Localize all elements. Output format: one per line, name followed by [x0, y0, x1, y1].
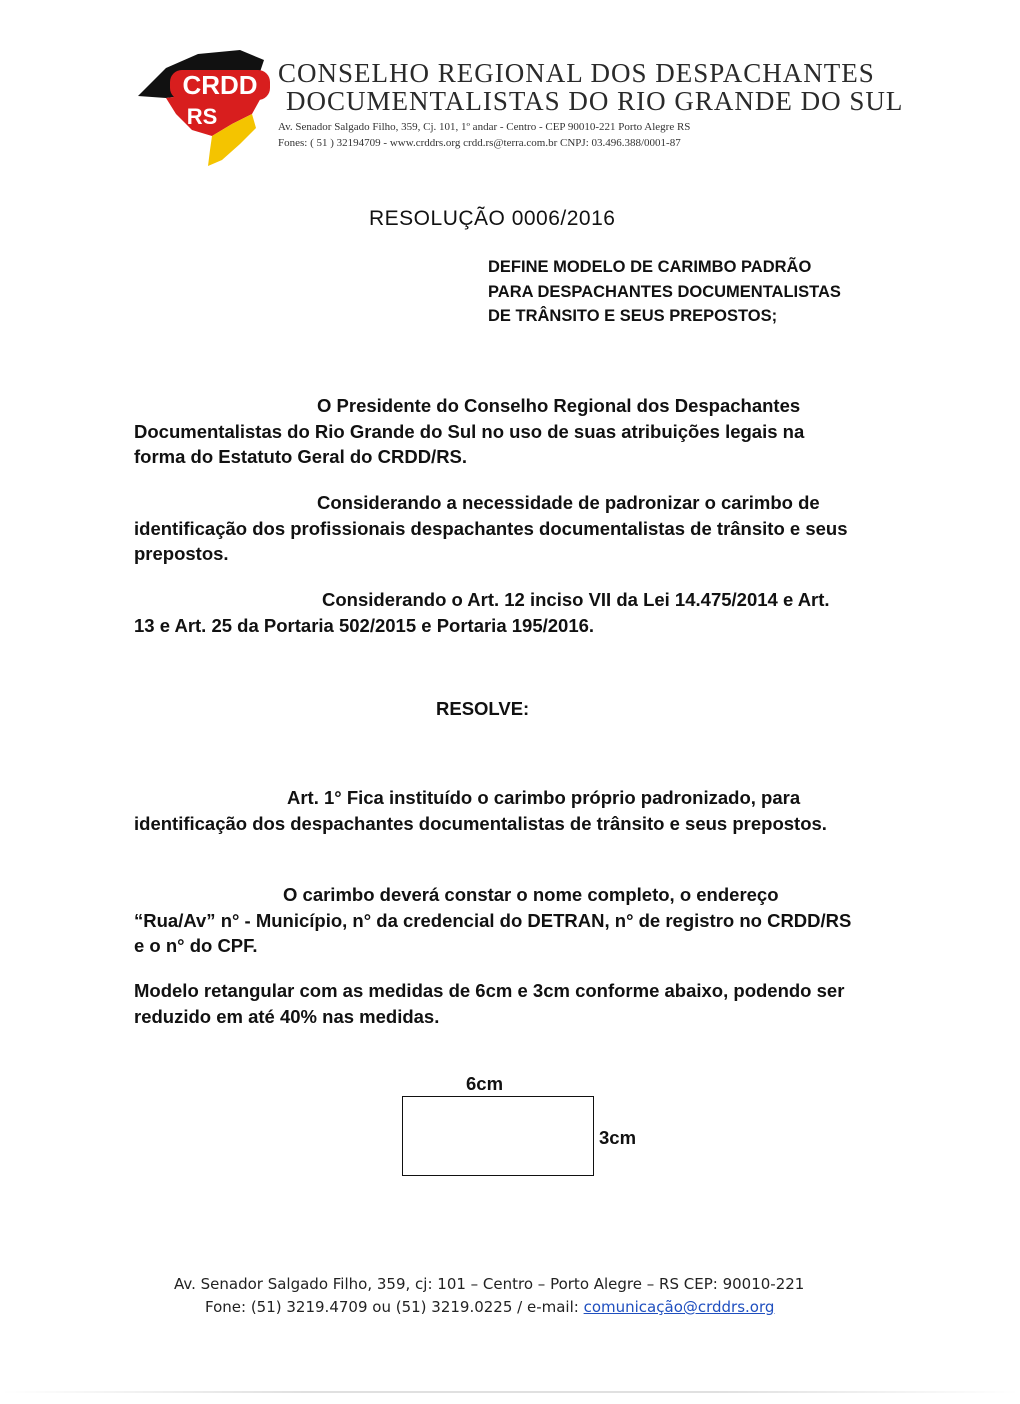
paragraph-model-description: Modelo retangular com as medidas de 6cm … [134, 980, 845, 1027]
logo-badge-top [170, 70, 270, 100]
stamp-model-box [402, 1096, 594, 1176]
logo-text-bottom: RS [187, 104, 218, 129]
crdd-rs-logo: CRDD RS [138, 50, 270, 166]
paragraph-considering-law: Considerando o Art. 12 inciso VII da Lei… [134, 589, 830, 636]
footer-email-link[interactable]: comunicação@crddrs.org [583, 1298, 775, 1316]
letterhead-phones: Fones: ( 51 ) 32194709 - www.crddrs.org … [278, 137, 681, 149]
footer-phone-text: Fone: (51) 3219.4709 ou (51) 3219.0225 /… [205, 1298, 584, 1316]
paragraph-stamp-content: O carimbo deverá constar o nome completo… [134, 884, 852, 956]
logo-map-yellow [208, 114, 256, 166]
footer-address: Av. Senador Salgado Filho, 359, cj: 101 … [174, 1275, 805, 1293]
article-1: Art. 1° Fica instituído o carimbo própri… [134, 787, 827, 834]
paragraph-considering-standardize: Considerando a necessidade de padronizar… [134, 492, 848, 564]
letterhead-org-line1: CONSELHO REGIONAL DOS DESPACHANTES [278, 58, 875, 88]
resolution-ementa: DEFINE MODELO DE CARIMBO PADRÃO PARA DES… [488, 258, 841, 325]
letterhead-org-line2: DOCUMENTALISTAS DO RIO GRANDE DO SUL [286, 86, 904, 116]
resolve-heading: RESOLVE: [436, 698, 530, 719]
footer-contact: Fone: (51) 3219.4709 ou (51) 3219.0225 /… [205, 1298, 774, 1316]
resolution-title: RESOLUÇÃO 0006/2016 [369, 207, 616, 230]
stamp-width-label: 6cm [466, 1073, 504, 1094]
paragraph-president: O Presidente do Conselho Regional dos De… [134, 395, 805, 467]
letterhead-address: Av. Senador Salgado Filho, 359, Cj. 101,… [278, 121, 691, 133]
logo-text-top: CRDD [182, 70, 257, 100]
stamp-height-label: 3cm [599, 1127, 637, 1148]
scan-edge-line [0, 1391, 1020, 1393]
